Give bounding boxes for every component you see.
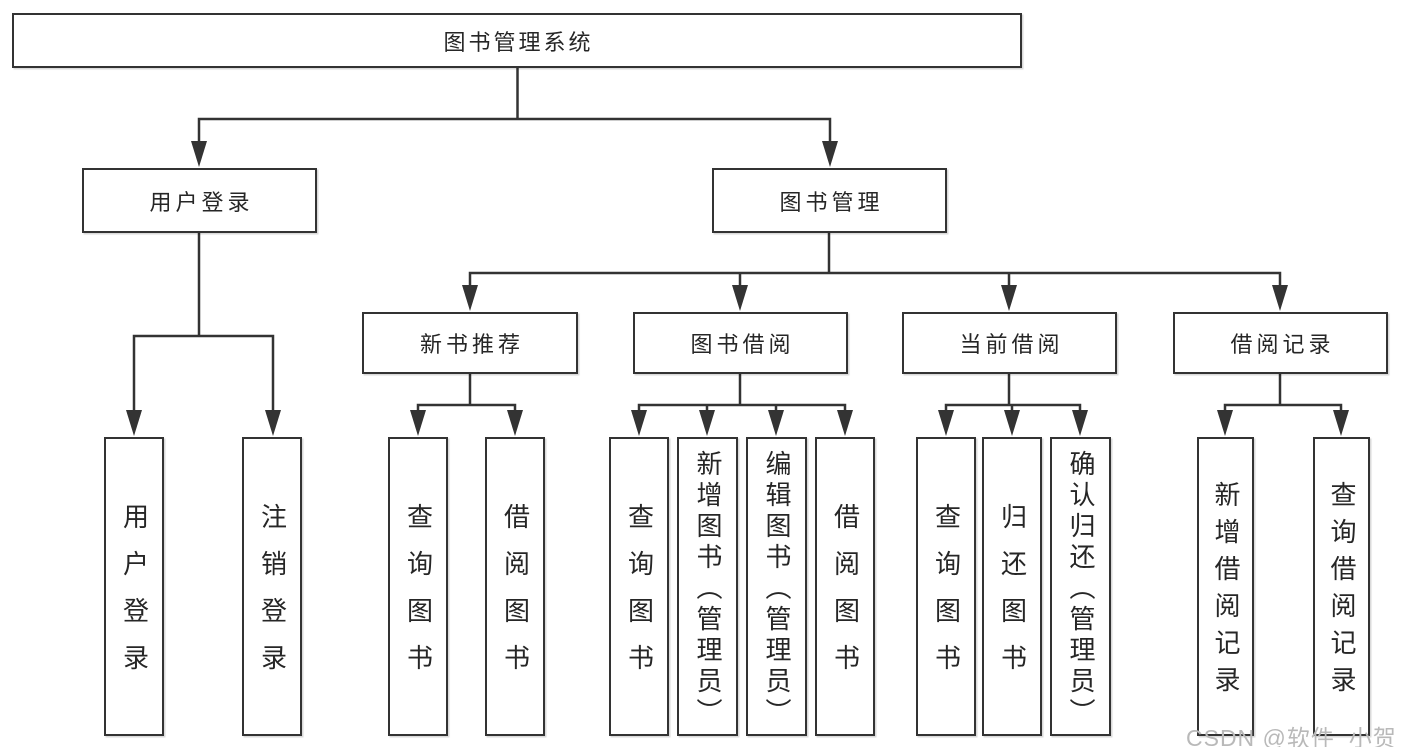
leaf-confirm-return-admin: 确认归还（管理员） [1050, 437, 1111, 736]
leaf-query-borrow-record: 查询借阅记录 [1313, 437, 1370, 736]
csdn-watermark: CSDN @软件_小贺同学 [1186, 725, 1397, 747]
node-current-borrowing: 当前借阅 [902, 312, 1117, 374]
arrowheads-user-login-children [126, 410, 281, 436]
leaf-query-books-borrowing: 查询图书 [609, 437, 669, 736]
leaf-return-books: 归还图书 [982, 437, 1042, 736]
node-user-login: 用户登录 [82, 168, 317, 233]
leaf-add-books-admin: 新增图书（管理员） [677, 437, 738, 736]
node-borrowing-records: 借阅记录 [1173, 312, 1388, 374]
arrowheads-level3 [462, 285, 1288, 311]
leaf-query-books-recommend: 查询图书 [388, 437, 448, 736]
connector-user-login-children [132, 233, 275, 412]
leaf-borrow-books-recommend: 借阅图书 [485, 437, 545, 736]
node-book-management: 图书管理 [712, 168, 947, 233]
connector-book-management-children [468, 233, 1282, 286]
leaf-user-login: 用户登录 [104, 437, 164, 736]
arrowheads-leaves [410, 410, 1349, 436]
leaf-query-books-current: 查询图书 [916, 437, 976, 736]
leaf-add-borrow-record: 新增借阅记录 [1197, 437, 1254, 736]
connector-borrowing-records-children [1223, 374, 1343, 411]
node-new-book-recommend: 新书推荐 [362, 312, 578, 374]
leaf-logout: 注销登录 [242, 437, 302, 736]
node-book-borrowing: 图书借阅 [633, 312, 848, 374]
arrowheads-level2 [191, 141, 838, 167]
node-library-management-system: 图书管理系统 [12, 13, 1022, 68]
connector-current-borrowing-children [944, 374, 1082, 411]
connector-new-book-recommend-children [416, 374, 517, 411]
connector-book-borrowing-children [637, 374, 847, 411]
leaf-edit-books-admin: 编辑图书（管理员） [746, 437, 807, 736]
leaf-borrow-books-borrowing: 借阅图书 [815, 437, 875, 736]
connector-root-to-level2 [197, 68, 832, 142]
